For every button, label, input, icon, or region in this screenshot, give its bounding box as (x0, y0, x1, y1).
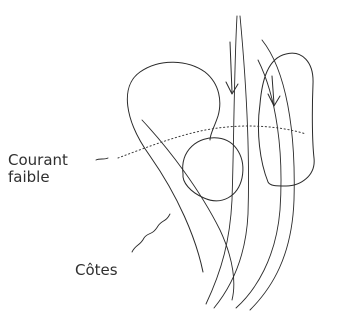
right-eddy-loop (258, 53, 314, 186)
leader-from-coasts (132, 214, 170, 252)
coast-line-right-inner (236, 60, 281, 308)
left-eddy-loop (127, 62, 219, 272)
coast-line-center (214, 16, 249, 308)
weak-current-label-line2: faible (8, 169, 68, 186)
coasts-label: Côtes (75, 262, 118, 279)
coast-line-left-inner (142, 120, 234, 300)
weak-current-label: Courant faible (8, 152, 68, 186)
leader-from-weak-current (96, 158, 108, 160)
central-eddy-loop (183, 138, 243, 201)
coast-line-left-outer (206, 16, 237, 304)
weak-current-label-line1: Courant (8, 152, 68, 169)
flow-arrow-down-left (226, 42, 238, 94)
